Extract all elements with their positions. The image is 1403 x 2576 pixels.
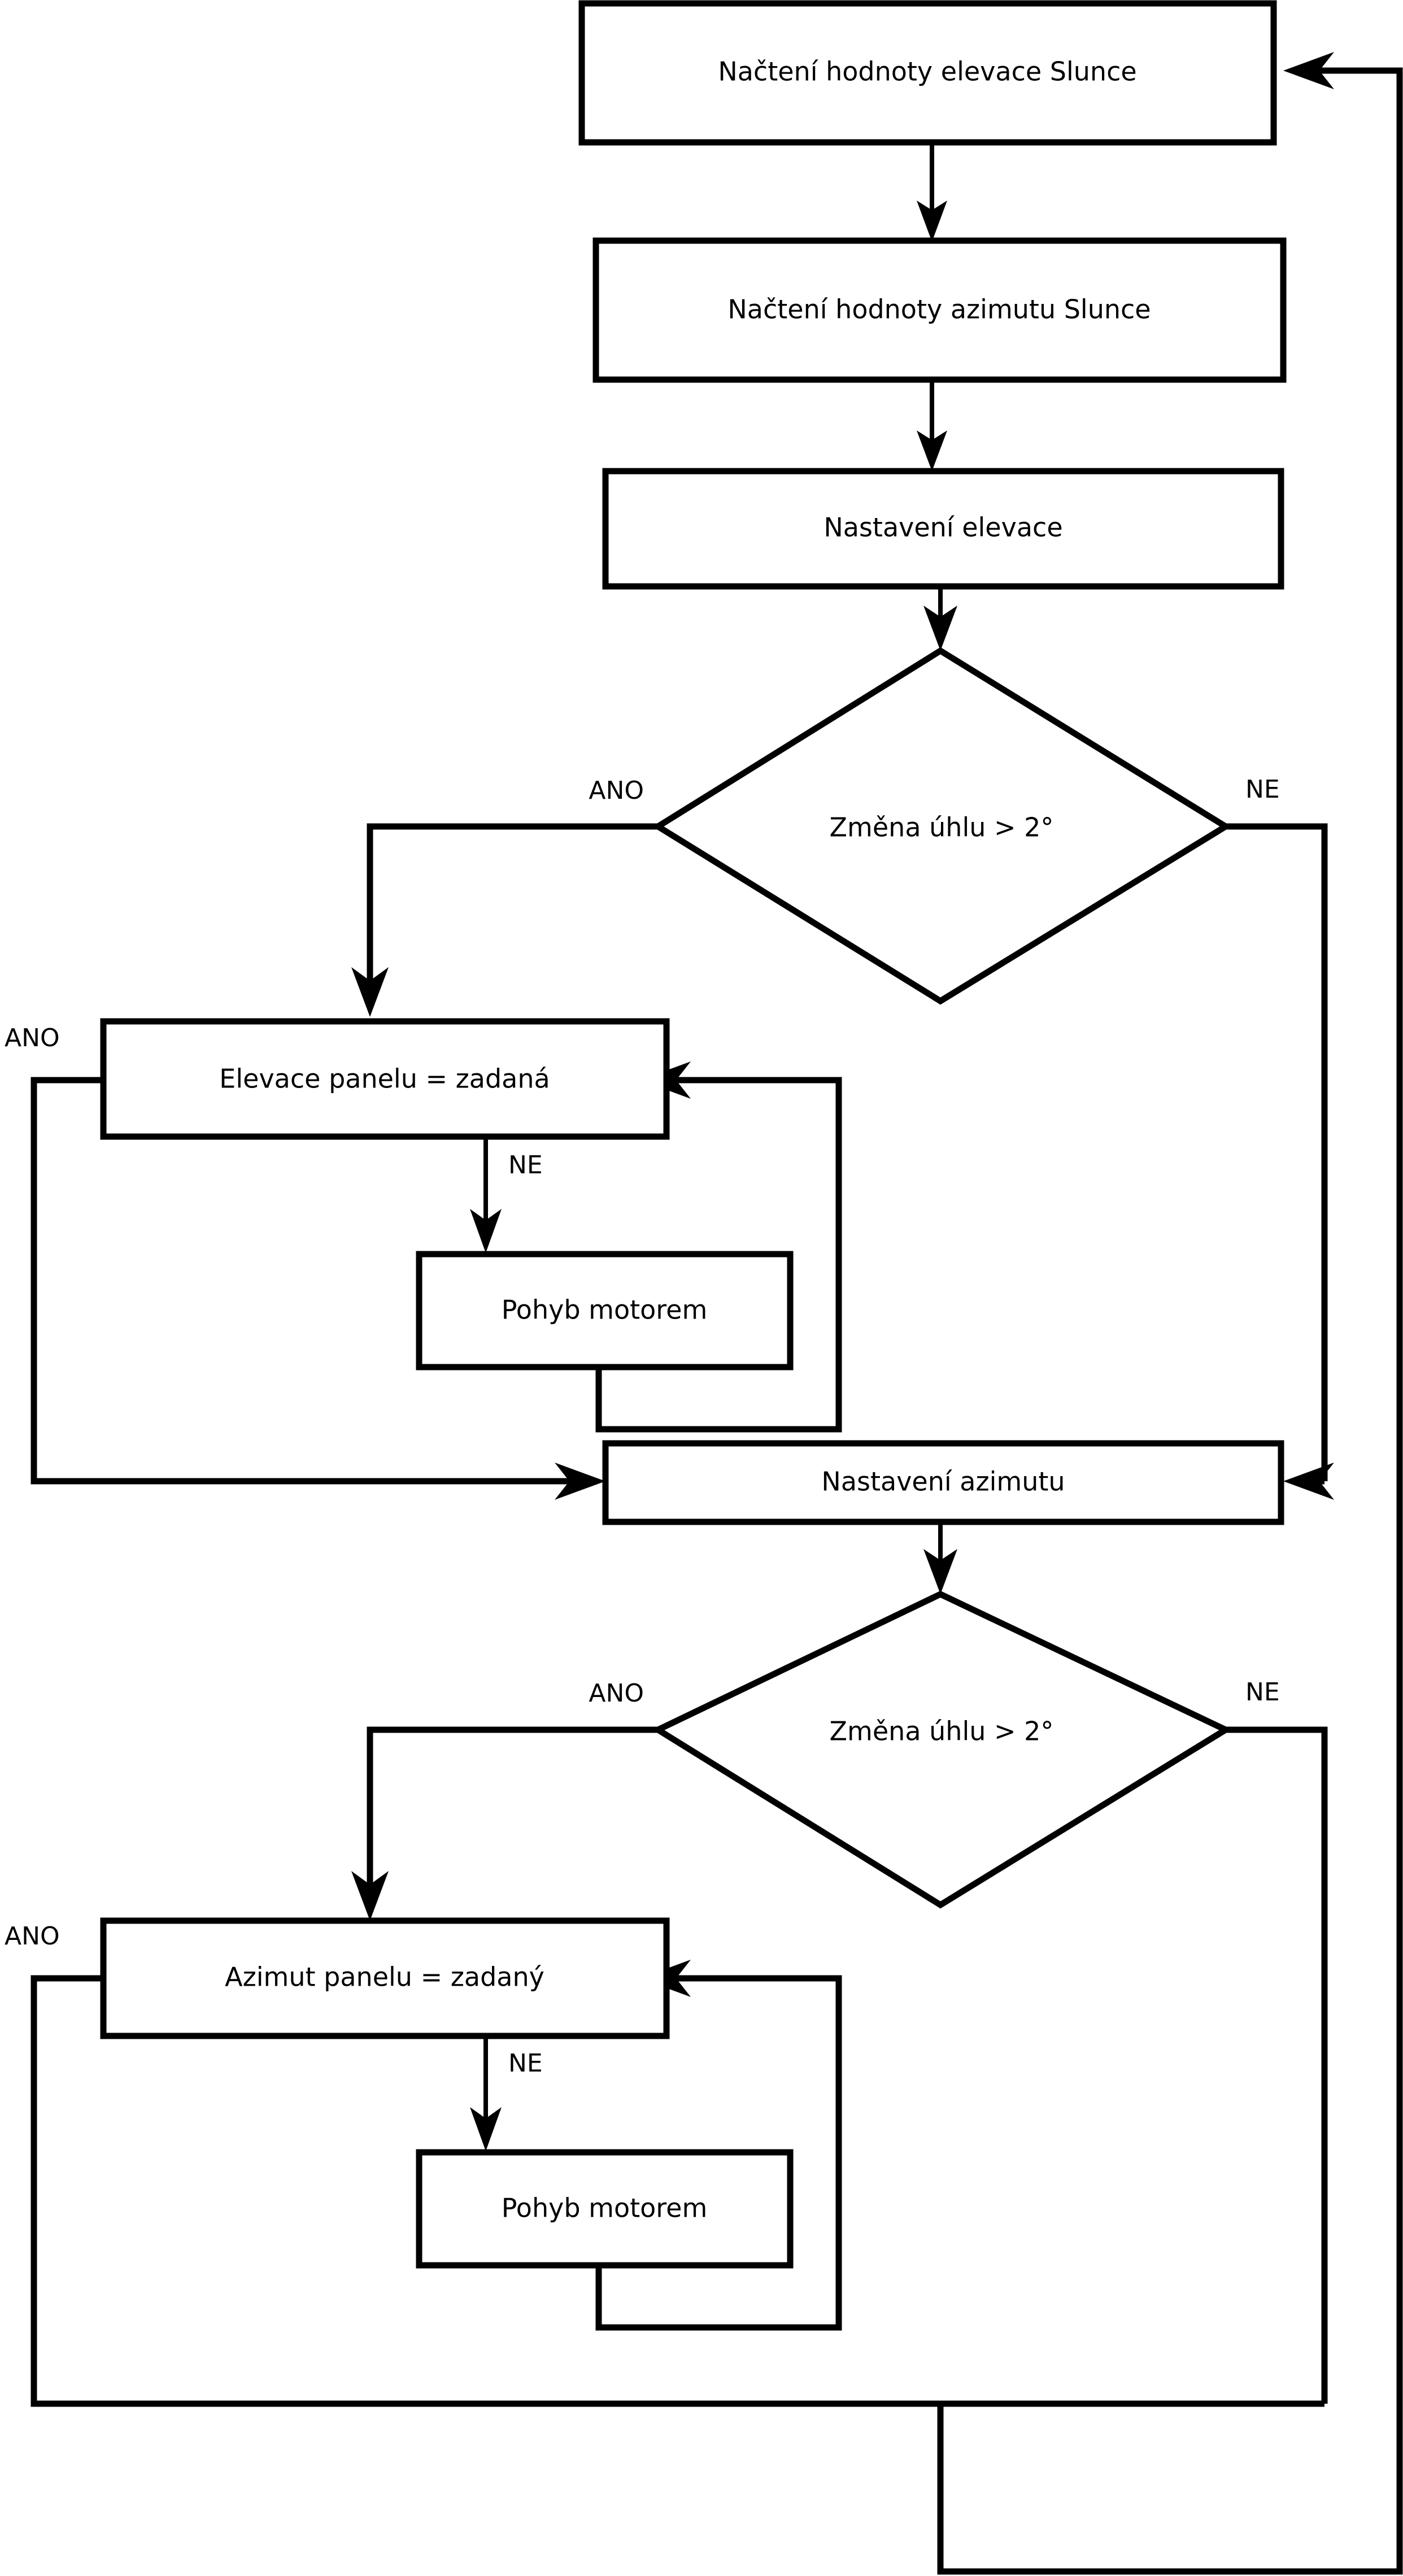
edge-label-panel-elevation-no: NE — [508, 1151, 543, 1180]
node-read-azimuth[interactable]: Načtení hodnoty azimutu Slunce — [592, 237, 1287, 383]
edge-panel-elevation-yes — [30, 1077, 605, 1500]
edge-label-decision-elevation-no: NE — [1245, 775, 1280, 804]
node-panel-elevation-eq[interactable]: Elevace panelu = zadaná — [100, 1018, 670, 1140]
node-read-elevation[interactable]: Načtení hodnoty elevace Slunce — [578, 0, 1277, 146]
node-motor-move-elevation[interactable]: Pohyb motorem — [416, 1251, 794, 1370]
edge-label-decision-elevation-yes: ANO — [589, 776, 644, 805]
node-decision-azimuth-label: Změna úhlu > 2° — [830, 1716, 1054, 1747]
node-motor-move-azimuth[interactable]: Pohyb motorem — [416, 2149, 794, 2269]
node-set-azimuth[interactable]: Nastavení azimutu — [602, 1440, 1284, 1525]
node-read-elevation-label: Načtení hodnoty elevace Slunce — [718, 56, 1136, 87]
edge-panel-azimuth-yes — [30, 1975, 1324, 2407]
edge-set-azimuth-to-decision-azimuth — [923, 1522, 957, 1594]
node-set-azimuth-label: Nastavení azimutu — [821, 1467, 1065, 1497]
edge-panel-elevation-no — [470, 1137, 502, 1253]
edge-set-elevation-to-decision-elevation — [923, 586, 957, 651]
edge-read-azimuth-to-set-elevation — [917, 380, 947, 471]
edge-return-to-start — [937, 52, 1403, 2575]
edge-label-panel-elevation-yes: ANO — [5, 1024, 60, 1052]
edge-label-panel-azimuth-no: NE — [508, 2049, 543, 2078]
node-decision-elevation[interactable]: Změna úhlu > 2° — [652, 647, 1232, 1005]
edge-label-panel-azimuth-yes: ANO — [5, 1922, 60, 1951]
edge-label-decision-azimuth-yes: ANO — [589, 1679, 644, 1708]
node-motor-move-elevation-label: Pohyb motorem — [502, 1295, 708, 1325]
node-decision-elevation-label: Změna úhlu > 2° — [830, 812, 1054, 843]
edge-read-elevation-to-read-azimuth — [917, 142, 947, 242]
node-panel-elevation-eq-label: Elevace panelu = zadaná — [219, 1064, 550, 1094]
node-panel-azimuth-eq-label: Azimut panelu = zadaný — [225, 1962, 544, 1992]
node-panel-azimuth-eq[interactable]: Azimut panelu = zadaný — [100, 1917, 670, 2039]
edge-decision-elevation-yes — [351, 823, 658, 1017]
node-decision-azimuth[interactable]: Změna úhlu > 2° — [651, 1590, 1232, 1909]
edge-decision-elevation-no — [1226, 823, 1334, 1500]
node-motor-move-azimuth-label: Pohyb motorem — [502, 2193, 708, 2223]
node-read-azimuth-label: Načtení hodnoty azimutu Slunce — [727, 294, 1151, 325]
edge-panel-azimuth-no — [470, 2035, 502, 2151]
edge-decision-azimuth-no — [1226, 1726, 1328, 2404]
edge-label-decision-azimuth-no: NE — [1245, 1678, 1280, 1707]
node-set-elevation[interactable]: Nastavení elevace — [602, 468, 1284, 590]
node-set-elevation-label: Nastavení elevace — [823, 512, 1062, 543]
edge-decision-azimuth-yes — [351, 1726, 658, 1921]
